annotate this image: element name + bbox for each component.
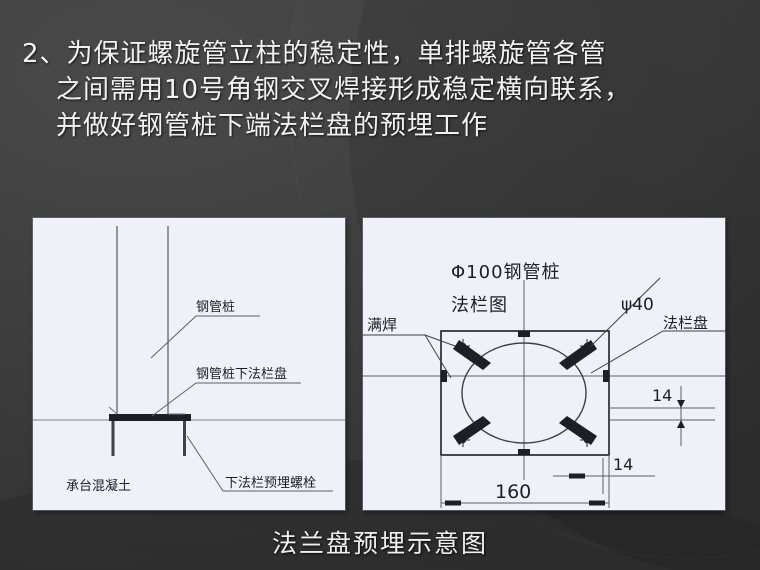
dimension-value-thickness-bottom: 14 — [613, 455, 633, 474]
figure-right-plan: Φ100钢管桩 法栏图 满焊 ψ40 法栏盘 14 — [363, 218, 725, 510]
leader-line-pile — [150, 315, 260, 359]
leader-line-bottom-flange — [151, 382, 301, 417]
bottom-flange-plate — [109, 414, 191, 421]
heading-line-1: 2、为保证螺旋管立柱的稳定性，单排螺旋管各管 — [22, 39, 607, 69]
edge-mark-left — [441, 370, 447, 382]
label-plan-title-line2: 法栏图 — [451, 295, 508, 316]
edge-mark-top — [518, 331, 530, 337]
edge-mark-right — [603, 370, 609, 382]
label-embedded-bolt: 下法栏预埋螺栓 — [225, 476, 316, 491]
edge-mark-bottom — [518, 449, 530, 455]
figure-right-background — [363, 218, 725, 510]
bolt-holes — [456, 339, 594, 447]
figure-left-background — [33, 218, 345, 510]
embedded-bolt-right — [183, 421, 186, 456]
bolt-hole-top-left — [456, 339, 470, 353]
heading-line-3: 并做好钢管桩下端法栏盘的预埋工作 — [56, 111, 489, 141]
plate-edge-marks — [441, 331, 609, 455]
leader-line-hole-dia — [590, 277, 661, 347]
bolt-hole-bottom-left — [456, 433, 470, 447]
flange-fillet-left — [108, 406, 118, 415]
label-full-weld: 满焊 — [367, 316, 397, 334]
leader-line-flange-plate — [590, 330, 725, 374]
bolt-hole-bottom-right — [580, 433, 594, 447]
figure-caption: 法兰盘预埋示意图 — [271, 529, 488, 558]
dimension-value-width: 160 — [495, 481, 531, 503]
dimension-value-thickness-right: 14 — [652, 386, 672, 405]
figure-left-elevation: 钢管桩 钢管桩下法栏盘 下法栏预埋螺栓 承台混凝土 — [33, 218, 345, 510]
leader-line-full-weld-branch — [424, 334, 456, 347]
label-hole-dia: ψ40 — [621, 295, 654, 315]
embedded-bolt-left — [111, 421, 115, 456]
slide-heading: 2、为保证螺旋管立柱的稳定性，单排螺旋管各管 之间需用10号角钢交叉焊接形成稳定… — [0, 36, 760, 144]
label-concrete-cap: 承台混凝土 — [66, 478, 131, 494]
pipe-circle — [461, 342, 587, 444]
label-pile: 钢管桩 — [196, 300, 235, 315]
heading-line-2: 之间需用10号角钢交叉焊接形成稳定横向联系， — [56, 75, 632, 105]
label-plan-title-line1: Φ100钢管桩 — [451, 262, 561, 283]
label-bottom-flange: 钢管桩下法栏盘 — [196, 366, 287, 382]
dimension-width: 160 — [440, 455, 610, 508]
leader-line-embedded-bolt — [186, 435, 333, 492]
label-flange-plate: 法栏盘 — [663, 314, 708, 332]
dimension-thickness-bottom: 14 — [553, 455, 655, 494]
dimension-thickness-right: 14 — [609, 386, 715, 446]
